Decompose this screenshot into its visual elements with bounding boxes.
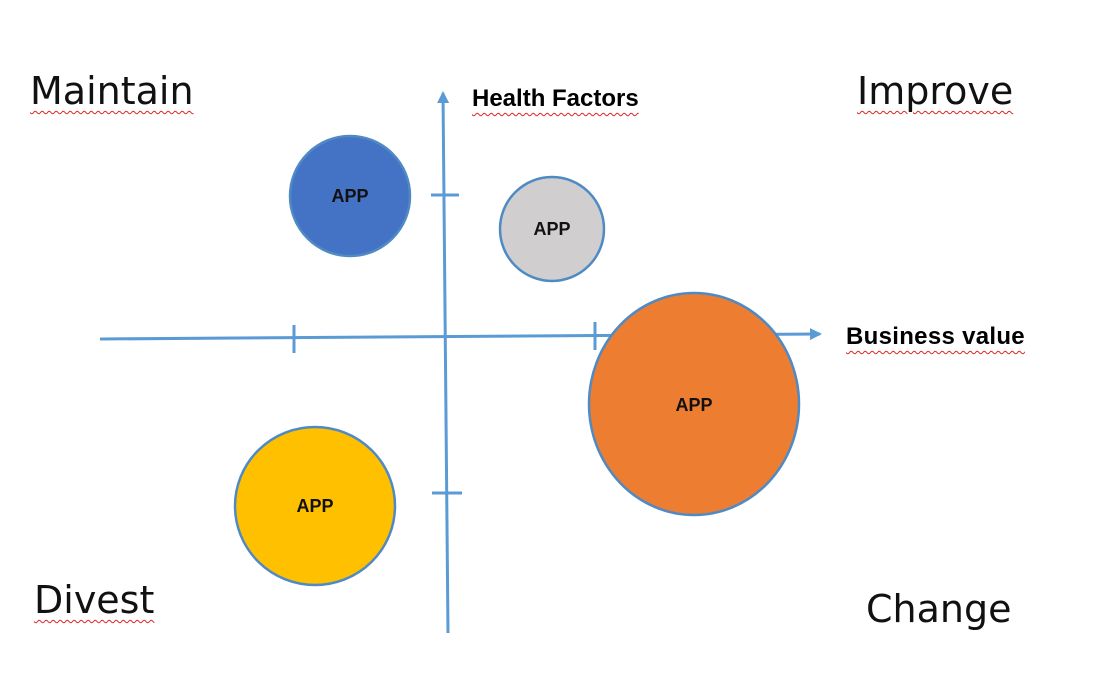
bubble-yellow-label: APP	[296, 496, 333, 516]
x-axis-label: Business value	[846, 323, 1025, 350]
bubble-yellow-circle	[233, 425, 397, 587]
bubble-gray: APP	[498, 175, 606, 283]
bubble-orange: APP	[587, 291, 801, 517]
bubble-yellow: APP	[233, 425, 397, 587]
quadrant-label-improve: Improve	[857, 69, 1014, 113]
quadrant-label-divest: Divest	[34, 578, 155, 622]
y-axis-label: Health Factors	[472, 85, 639, 112]
bubble-blue: APP	[288, 134, 412, 258]
bubble-orange-label: APP	[675, 395, 712, 415]
bubble-gray-label: APP	[533, 219, 570, 239]
y-axis-line	[437, 91, 450, 634]
bubble-gray-circle	[498, 175, 606, 283]
bubble-orange-circle	[587, 291, 801, 517]
bubble-blue-circle	[288, 134, 412, 258]
bubble-blue-label: APP	[331, 186, 368, 206]
quadrant-label-change: Change	[866, 587, 1012, 631]
quadrant-label-maintain: Maintain	[30, 69, 194, 113]
